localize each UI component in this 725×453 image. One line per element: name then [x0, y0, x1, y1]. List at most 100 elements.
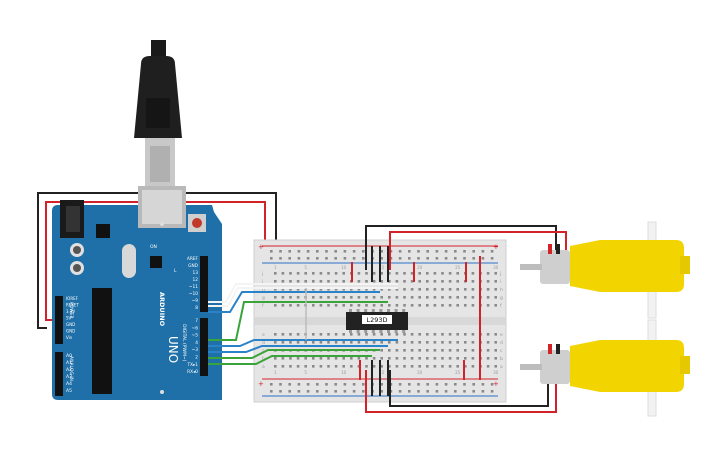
rail-hole[interactable]: [316, 257, 319, 260]
breadboard-hole[interactable]: [464, 349, 467, 352]
breadboard-hole[interactable]: [388, 272, 391, 275]
breadboard-hole[interactable]: [448, 288, 452, 291]
breadboard-hole[interactable]: [486, 272, 490, 275]
breadboard-hole[interactable]: [418, 357, 421, 360]
breadboard-hole[interactable]: [289, 288, 292, 291]
breadboard-hole[interactable]: [433, 357, 437, 360]
breadboard-hole[interactable]: [395, 357, 399, 360]
breadboard-hole[interactable]: [342, 280, 345, 283]
breadboard-hole[interactable]: [433, 296, 437, 299]
breadboard-hole[interactable]: [319, 357, 323, 360]
wire-white-1[interactable]: [208, 283, 398, 303]
rail-hole[interactable]: [316, 390, 319, 393]
breadboard-hole[interactable]: [357, 333, 361, 336]
rail-hole[interactable]: [426, 390, 429, 393]
breadboard-hole[interactable]: [395, 365, 399, 368]
rail-hole[interactable]: [472, 250, 475, 253]
breadboard-hole[interactable]: [395, 272, 399, 275]
breadboard-hole[interactable]: [334, 357, 338, 360]
breadboard-hole[interactable]: [448, 349, 452, 352]
motor1-wire-black[interactable]: [365, 225, 557, 270]
analog-header[interactable]: [55, 352, 63, 396]
breadboard-hole[interactable]: [372, 288, 376, 291]
breadboard-hole[interactable]: [395, 333, 399, 336]
breadboard-hole[interactable]: [274, 365, 277, 368]
breadboard-hole[interactable]: [494, 296, 497, 299]
rail-hole[interactable]: [454, 383, 457, 386]
rail-hole[interactable]: [306, 383, 310, 386]
breadboard-hole[interactable]: [395, 341, 399, 344]
breadboard-hole[interactable]: [494, 304, 497, 307]
breadboard-hole[interactable]: [426, 341, 429, 344]
breadboard-hole[interactable]: [395, 349, 399, 352]
breadboard-hole[interactable]: [494, 341, 497, 344]
breadboard-hole[interactable]: [441, 280, 444, 283]
rail-hole[interactable]: [334, 383, 337, 386]
breadboard-hole[interactable]: [464, 288, 467, 291]
rail-hole[interactable]: [463, 383, 466, 386]
rail-hole[interactable]: [426, 250, 429, 253]
breadboard-hole[interactable]: [365, 333, 368, 336]
breadboard-hole[interactable]: [312, 304, 315, 307]
rail-hole[interactable]: [472, 390, 475, 393]
rail-hole[interactable]: [481, 383, 485, 386]
breadboard-hole[interactable]: [357, 280, 361, 283]
breadboard-hole[interactable]: [486, 357, 490, 360]
breadboard-hole[interactable]: [327, 280, 330, 283]
breadboard-hole[interactable]: [304, 365, 307, 368]
breadboard-hole[interactable]: [388, 349, 391, 352]
breadboard-hole[interactable]: [403, 296, 406, 299]
digital-header-top[interactable]: [200, 256, 208, 312]
breadboard-hole[interactable]: [372, 272, 376, 275]
breadboard-hole[interactable]: [410, 272, 414, 275]
breadboard-hole[interactable]: [380, 341, 383, 344]
breadboard-hole[interactable]: [380, 296, 383, 299]
breadboard-hole[interactable]: [289, 333, 292, 336]
breadboard-hole[interactable]: [296, 341, 300, 344]
breadboard-hole[interactable]: [319, 296, 323, 299]
rail-hole[interactable]: [352, 250, 356, 253]
breadboard-hole[interactable]: [456, 288, 459, 291]
breadboard-hole[interactable]: [388, 288, 391, 291]
breadboard-hole[interactable]: [365, 365, 368, 368]
rail-hole[interactable]: [380, 390, 383, 393]
breadboard-hole[interactable]: [388, 341, 391, 344]
rail-hole[interactable]: [297, 250, 301, 253]
breadboard-hole[interactable]: [471, 304, 475, 307]
rail-hole[interactable]: [270, 250, 273, 253]
rail-hole[interactable]: [463, 250, 466, 253]
breadboard-hole[interactable]: [486, 296, 490, 299]
breadboard-hole[interactable]: [456, 365, 459, 368]
breadboard-hole[interactable]: [312, 280, 315, 283]
breadboard-hole[interactable]: [304, 280, 307, 283]
breadboard-hole[interactable]: [426, 333, 429, 336]
breadboard-hole[interactable]: [426, 357, 429, 360]
breadboard-hole[interactable]: [296, 304, 300, 307]
breadboard-hole[interactable]: [403, 280, 406, 283]
motor2-wire-red[interactable]: [365, 368, 557, 413]
breadboard-hole[interactable]: [486, 365, 490, 368]
breadboard-hole[interactable]: [418, 296, 421, 299]
rail-hole[interactable]: [279, 383, 282, 386]
breadboard-hole[interactable]: [433, 304, 437, 307]
rail-hole[interactable]: [398, 250, 402, 253]
breadboard-hole[interactable]: [426, 296, 429, 299]
breadboard-hole[interactable]: [312, 341, 315, 344]
breadboard-hole[interactable]: [304, 272, 307, 275]
breadboard-hole[interactable]: [357, 357, 361, 360]
breadboard-hole[interactable]: [274, 357, 277, 360]
breadboard-hole[interactable]: [296, 357, 300, 360]
rail-hole[interactable]: [279, 390, 282, 393]
breadboard-hole[interactable]: [471, 272, 475, 275]
breadboard-hole[interactable]: [289, 272, 292, 275]
rail-hole[interactable]: [481, 390, 485, 393]
breadboard-hole[interactable]: [380, 280, 383, 283]
breadboard-hole[interactable]: [350, 296, 353, 299]
breadboard-hole[interactable]: [433, 365, 437, 368]
breadboard-hole[interactable]: [395, 280, 399, 283]
breadboard-hole[interactable]: [342, 341, 345, 344]
wire-blue-2[interactable]: [208, 339, 398, 347]
motor1-wire-red[interactable]: [389, 231, 567, 270]
rail-hole[interactable]: [444, 390, 448, 393]
rail-hole[interactable]: [362, 250, 365, 253]
